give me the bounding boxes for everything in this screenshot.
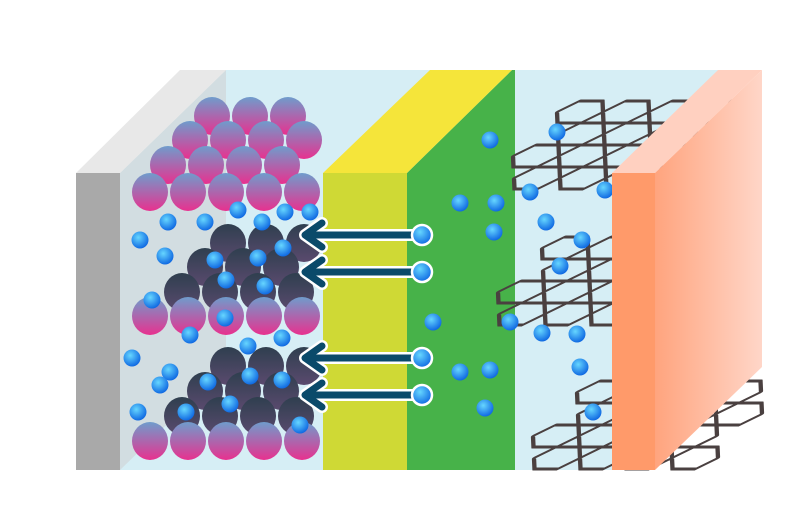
lithium-ion (584, 403, 602, 421)
separator-front (323, 173, 407, 470)
lithium-ion (229, 201, 247, 219)
lithium-ions (123, 123, 614, 434)
lithium-ion (256, 277, 274, 295)
lithium-ion (273, 329, 291, 347)
lithium-ion (521, 183, 539, 201)
lithium-ion (161, 363, 179, 381)
cathode-particle (264, 146, 300, 184)
lithium-ion (571, 358, 589, 376)
lithium-ion (485, 223, 503, 241)
lithium-ion (253, 213, 271, 231)
lithium-ion (276, 203, 294, 221)
cathode-particle (246, 297, 282, 335)
lithium-ion (487, 194, 505, 212)
lithium-ion (131, 231, 149, 249)
lithium-ion (551, 257, 569, 275)
lithium-ion (196, 213, 214, 231)
cathode-particle (132, 422, 168, 460)
lithium-ion (596, 181, 614, 199)
lithium-ion (249, 249, 267, 267)
lithium-ion (410, 223, 434, 247)
cathode-particle (188, 146, 224, 184)
cathode-particle (132, 297, 168, 335)
lithium-ion (568, 325, 586, 343)
lithium-ion (410, 346, 434, 370)
lithium-ion (143, 291, 161, 309)
lithium-ion (537, 213, 555, 231)
cathode-particle (284, 422, 320, 460)
lithium-ion (216, 309, 234, 327)
lithium-ion (291, 416, 309, 434)
cathode-particles (132, 97, 322, 460)
cathode-particle (150, 146, 186, 184)
anode-collector-front (612, 173, 655, 470)
ion-flow-arrow (299, 217, 434, 253)
arrow-icon (301, 256, 424, 288)
lithium-ion (410, 383, 434, 407)
arrow-icon (301, 219, 424, 251)
cathode-particle (226, 146, 262, 184)
lithium-ion (156, 247, 174, 265)
lithium-ion (476, 399, 494, 417)
lithium-ion (451, 363, 469, 381)
lithium-ion (221, 395, 239, 413)
lithium-ion (451, 194, 469, 212)
lithium-ion (301, 203, 319, 221)
cathode-collector-front (76, 173, 120, 470)
separator-top (323, 70, 512, 173)
cathode-particle (132, 173, 168, 211)
ion-flow-arrows (299, 217, 434, 413)
cathode-particle (208, 173, 244, 211)
lithium-ion (123, 349, 141, 367)
lithium-ion (239, 337, 257, 355)
lithium-ion (199, 373, 217, 391)
lithium-ion (481, 131, 499, 149)
lithium-ion (159, 213, 177, 231)
anode-collector-top (612, 70, 762, 173)
anode-collector (612, 70, 762, 470)
cathode-collector-top (76, 70, 226, 173)
lithium-ion (217, 271, 235, 289)
cathode-particle (246, 422, 282, 460)
lithium-ion (410, 260, 434, 284)
lithium-ion (177, 403, 195, 421)
ion-flow-arrow (299, 377, 434, 413)
lithium-ion (424, 313, 442, 331)
cathode-particle (286, 121, 322, 159)
lithium-ion (206, 251, 224, 269)
anode-collector-side (655, 70, 762, 470)
lithium-ion (481, 361, 499, 379)
cathode-particle (208, 422, 244, 460)
lithium-ion (501, 313, 519, 331)
lithium-ion (273, 371, 291, 389)
cathode-particle (284, 173, 320, 211)
lithium-ion (274, 239, 292, 257)
lithium-ion (241, 367, 259, 385)
arrow-icon (301, 342, 424, 374)
cathode-particle (246, 173, 282, 211)
arrow-icon (301, 379, 424, 411)
lithium-ion (129, 403, 147, 421)
ion-flow-arrow (299, 340, 434, 376)
lithium-ion (548, 123, 566, 141)
lithium-ion (533, 324, 551, 342)
cathode-particle (284, 297, 320, 335)
lithium-ion (181, 326, 199, 344)
ion-flow-arrow (299, 254, 434, 290)
cathode-particle (170, 422, 206, 460)
lithium-ion (573, 231, 591, 249)
cathode-particle (170, 173, 206, 211)
cathode-particle (170, 297, 206, 335)
lithium-ion (151, 376, 169, 394)
